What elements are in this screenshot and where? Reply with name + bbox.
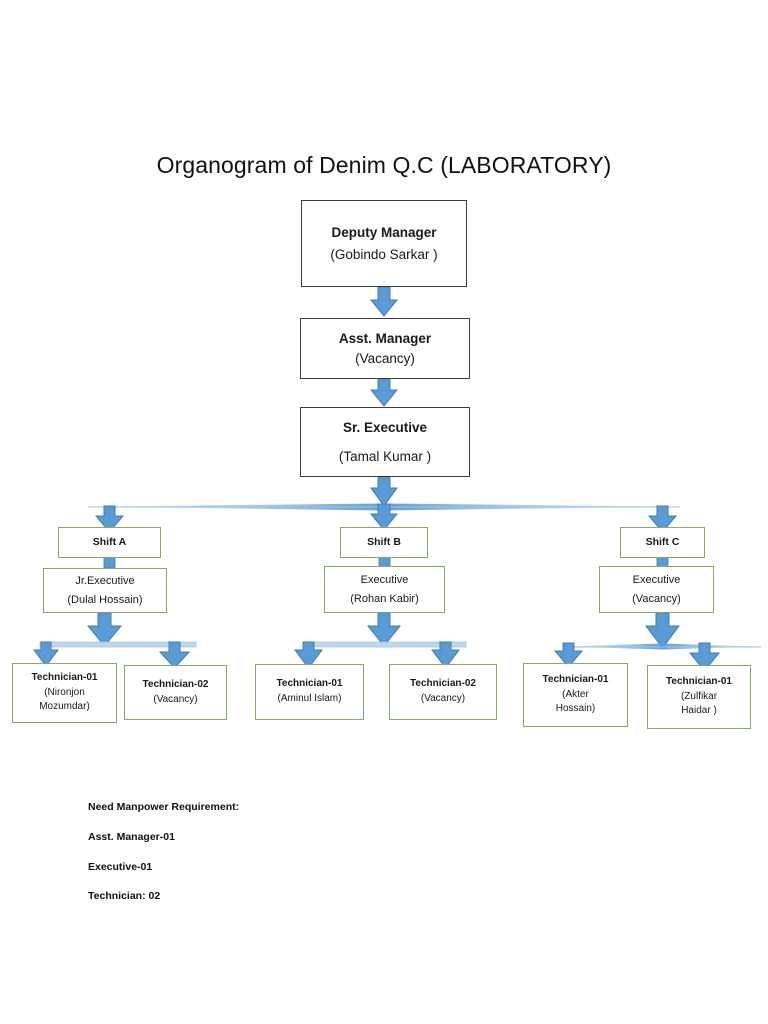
node-asst-manager[interactable]: Asst. Manager (Vacancy) bbox=[300, 318, 470, 379]
node-asst-manager-person: (Vacancy) bbox=[355, 351, 415, 366]
node-asst-manager-title: Asst. Manager bbox=[338, 330, 432, 346]
node-exec-shift-c-person: (Vacancy) bbox=[632, 593, 681, 605]
node-technician-a1[interactable]: Technician-01 (Nironjon Mozumdar) bbox=[12, 663, 117, 723]
tech-a-distribution-bar bbox=[39, 641, 197, 648]
node-shift-b-label: Shift B bbox=[367, 535, 401, 548]
node-technician-a2[interactable]: Technician-02 (Vacancy) bbox=[124, 665, 227, 720]
node-shift-a-label: Shift A bbox=[92, 535, 127, 548]
arrow-execc-down bbox=[645, 612, 680, 649]
node-exec-shift-a-person: (Dulal Hossain) bbox=[67, 594, 143, 606]
node-technician-b1-title: Technician-01 bbox=[276, 678, 343, 690]
node-technician-c1[interactable]: Technician-01 (Akter Hossain) bbox=[523, 663, 628, 727]
manpower-requirement-heading: Need Manpower Requirement: bbox=[88, 801, 240, 813]
node-shift-c-label: Shift C bbox=[645, 535, 680, 548]
node-exec-shift-c[interactable]: Executive (Vacancy) bbox=[599, 566, 714, 613]
arrow-deputy-to-asst bbox=[369, 286, 399, 317]
node-technician-a1-person-2: Mozumdar) bbox=[39, 701, 90, 713]
shift-distribution-bar bbox=[88, 503, 680, 511]
node-sr-executive-title: Sr. Executive bbox=[342, 420, 428, 436]
node-technician-b2[interactable]: Technician-02 (Vacancy) bbox=[389, 664, 497, 720]
tech-c-distribution-bar bbox=[563, 643, 761, 650]
arrow-execa-down bbox=[86, 612, 123, 647]
node-exec-shift-b-title: Executive bbox=[360, 573, 409, 586]
manpower-requirement-item-2: Technician: 02 bbox=[88, 890, 161, 902]
node-exec-shift-b-person: (Rohan Kabir) bbox=[350, 593, 419, 605]
manpower-requirement-item-1: Executive-01 bbox=[88, 861, 153, 873]
node-exec-shift-c-title: Executive bbox=[632, 573, 681, 586]
node-technician-c2-title: Technician-01 bbox=[666, 675, 732, 687]
node-deputy-manager-person: (Gobindo Sarkar ) bbox=[330, 247, 438, 262]
node-technician-c2[interactable]: Technician-01 (Zulfikar Haidar ) bbox=[647, 665, 751, 729]
node-technician-c2-person-2: Haidar ) bbox=[681, 705, 717, 717]
node-shift-a[interactable]: Shift A bbox=[58, 527, 161, 558]
tech-b-distribution-bar bbox=[302, 641, 467, 648]
node-technician-a2-title: Technician-02 bbox=[142, 678, 209, 690]
page-title: Organogram of Denim Q.C (LABORATORY) bbox=[156, 152, 612, 178]
node-technician-b1[interactable]: Technician-01 (Aminul Islam) bbox=[255, 664, 364, 720]
node-shift-b[interactable]: Shift B bbox=[340, 527, 428, 558]
arrow-execb-down bbox=[366, 612, 402, 647]
node-deputy-manager-title: Deputy Manager bbox=[331, 224, 437, 240]
node-technician-a1-title: Technician-01 bbox=[31, 671, 98, 683]
arrow-shifta-to-exec bbox=[103, 556, 116, 569]
node-sr-executive[interactable]: Sr. Executive (Tamal Kumar ) bbox=[300, 407, 470, 477]
node-technician-c2-person-1: (Zulfikar bbox=[680, 690, 718, 702]
node-shift-c[interactable]: Shift C bbox=[620, 527, 705, 558]
node-technician-b1-person: (Aminul Islam) bbox=[277, 693, 342, 704]
node-technician-a2-person: (Vacancy) bbox=[153, 693, 198, 705]
node-exec-shift-b[interactable]: Executive (Rohan Kabir) bbox=[324, 566, 445, 613]
node-technician-c1-person-1: (Akter bbox=[562, 688, 589, 700]
node-technician-a1-person-1: (Nironjon bbox=[44, 686, 85, 698]
node-technician-b2-title: Technician-02 bbox=[410, 678, 476, 690]
node-sr-executive-person: (Tamal Kumar ) bbox=[338, 448, 432, 464]
node-technician-c1-title: Technician-01 bbox=[542, 673, 609, 685]
node-technician-c1-person-2: Hossain) bbox=[555, 703, 596, 715]
arrow-asst-to-sr bbox=[369, 378, 399, 407]
node-exec-shift-a[interactable]: Jr.Executive (Dulal Hossain) bbox=[43, 568, 167, 613]
manpower-requirement-item-0: Asst. Manager-01 bbox=[88, 831, 175, 843]
node-technician-b2-person: (Vacancy) bbox=[420, 693, 466, 704]
arrow-sr-to-shifts bbox=[370, 476, 398, 507]
node-exec-shift-a-title: Jr.Executive bbox=[75, 574, 135, 587]
node-deputy-manager[interactable]: Deputy Manager (Gobindo Sarkar ) bbox=[301, 200, 467, 287]
